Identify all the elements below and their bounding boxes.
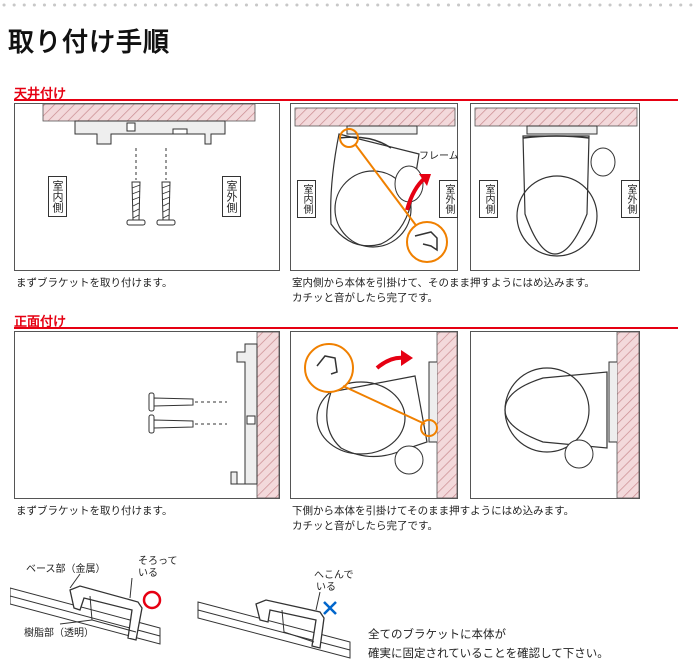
indoor-label: 室内側 <box>297 180 316 218</box>
bad-label-line1: へこんで <box>314 570 354 581</box>
front-step2-caption-line1: 下側から本体を引掛けてそのまま押すようにはめ込みます。 <box>292 505 575 517</box>
ceiling-step3-panel: 室内側 室外側 <box>470 103 640 271</box>
good-label-line2: いる <box>138 568 158 579</box>
ceiling-step2-panel: 室内側 室外側 フレーム <box>290 103 459 271</box>
ceiling-heading: 天井付け <box>14 87 67 102</box>
ceiling-step2-caption-line1: 室内側から本体を引掛けて、そのまま押すようにはめ込みます。 <box>292 277 595 289</box>
front-step1-caption: まずブラケットを取り付けます。 <box>16 505 173 517</box>
good-label-line1: そろって <box>138 556 178 567</box>
outdoor-label: 室外側 <box>222 176 241 217</box>
outdoor-label: 室外側 <box>439 180 458 218</box>
resin-label: 樹脂部（透明） <box>24 628 94 639</box>
check-note-line1: 全てのブラケットに本体が <box>368 627 506 641</box>
base-label: ベース部（金属） <box>26 564 106 575</box>
page-title: 取り付け手順 <box>8 28 171 58</box>
ceiling-step1-panel: 室内側 室外側 <box>14 103 280 271</box>
outdoor-label: 室外側 <box>621 180 640 218</box>
indoor-label: 室内側 <box>48 176 67 217</box>
front-step2-panel <box>290 331 458 499</box>
bad-label-line2: いる <box>316 582 336 593</box>
ceiling-step1-caption: まずブラケットを取り付けます。 <box>16 277 173 289</box>
front-step1-panel <box>14 331 280 499</box>
indoor-label: 室内側 <box>479 180 498 218</box>
top-dotted-border <box>2 3 700 7</box>
front-heading: 正面付け <box>14 315 67 330</box>
check-note-line2: 確実に固定されていることを確認して下さい。 <box>368 646 609 660</box>
ceiling-divider <box>14 99 678 101</box>
check-illustrations <box>10 573 351 659</box>
front-step2-caption-line2: カチッと音がしたら完了です。 <box>292 520 438 532</box>
front-step3-panel <box>470 331 640 499</box>
frame-label: フレーム <box>419 151 459 162</box>
ceiling-step2-caption-line2: カチッと音がしたら完了です。 <box>292 292 438 304</box>
front-divider <box>14 327 678 329</box>
